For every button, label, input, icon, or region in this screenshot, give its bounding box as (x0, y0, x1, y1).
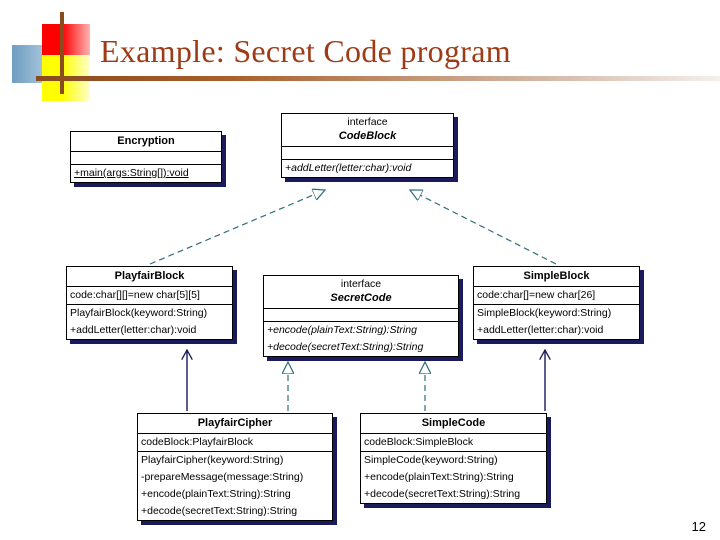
class-header: SimpleBlock (474, 267, 639, 287)
uml-interface-secretcode[interactable]: interface SecretCode +encode(plainText:S… (263, 275, 459, 357)
methods-compartment: SimpleCode(keyword:String) +encode(plain… (361, 452, 546, 503)
method-row: +encode(plainText:String):String (267, 324, 417, 336)
realization-playfairblock-to-codeblock (149, 190, 325, 265)
method-row: SimpleCode(keyword:String) (364, 454, 498, 466)
class-name: Encryption (117, 135, 175, 147)
class-name: CodeBlock (338, 130, 397, 142)
attribute-row: codeBlock:PlayfairBlock (141, 436, 254, 448)
method-row: +encode(plainText:String):String (141, 488, 291, 500)
class-name: PlayfairCipher (197, 417, 273, 429)
class-name: PlayfairBlock (114, 270, 185, 282)
class-header: interface SecretCode (264, 276, 458, 309)
attribute-row: code:char[]=new char[26] (477, 289, 596, 301)
class-header: Encryption (71, 132, 221, 152)
empty-attributes (71, 152, 221, 164)
decoration-vertical-line (60, 12, 64, 94)
class-header: SimpleCode (361, 414, 546, 434)
stereotype-label: interface (340, 278, 382, 290)
method-row: SimpleBlock(keyword:String) (477, 307, 612, 319)
realization-simpleblock-to-codeblock (410, 190, 557, 265)
uml-class-playfaircipher[interactable]: PlayfairCipher codeBlock:PlayfairBlock P… (137, 413, 333, 521)
methods-compartment: +addLetter(letter:char):void (282, 160, 453, 177)
decoration-horizontal-rule (36, 76, 720, 81)
method-row: -prepareMessage(message:String) (141, 471, 304, 483)
attribute-row: codeBlock:SimpleBlock (364, 436, 474, 448)
class-header: PlayfairCipher (138, 414, 332, 434)
method-row: +decode(secretText:String):String (267, 341, 424, 353)
attributes-compartment: codeBlock:SimpleBlock (361, 434, 546, 452)
page-number: 12 (691, 519, 706, 534)
page-title: Example: Secret Code program (100, 33, 511, 69)
methods-compartment: SimpleBlock(keyword:String) +addLetter(l… (474, 305, 639, 339)
method-row: +encode(plainText:String):String (364, 471, 514, 483)
method-row: +decode(secretText:String):String (364, 488, 521, 500)
methods-compartment: +main(args:String[]):void (71, 165, 221, 182)
attributes-compartment (264, 309, 458, 322)
stereotype-label: interface (347, 116, 388, 128)
uml-class-playfairblock[interactable]: PlayfairBlock code:char[][]=new char[5][… (66, 266, 233, 340)
empty-attributes (264, 309, 458, 321)
methods-compartment: +encode(plainText:String):String +decode… (264, 322, 458, 356)
uml-class-encryption[interactable]: Encryption +main(args:String[]):void (70, 131, 222, 183)
method-row: +addLetter(letter:char):void (70, 324, 197, 336)
methods-compartment: PlayfairBlock(keyword:String) +addLetter… (67, 305, 232, 339)
attributes-compartment: code:char[]=new char[26] (474, 287, 639, 305)
method-row: +addLetter(letter:char):void (477, 324, 604, 336)
method-row: PlayfairBlock(keyword:String) (70, 307, 208, 319)
methods-compartment: PlayfairCipher(keyword:String) -prepareM… (138, 452, 332, 520)
uml-interface-codeblock[interactable]: interface CodeBlock +addLetter(letter:ch… (281, 113, 454, 178)
uml-class-simplecode[interactable]: SimpleCode codeBlock:SimpleBlock SimpleC… (360, 413, 547, 504)
class-name: SimpleCode (421, 417, 486, 429)
class-name: SimpleBlock (523, 270, 590, 282)
attributes-compartment: codeBlock:PlayfairBlock (138, 434, 332, 452)
empty-attributes (282, 147, 453, 159)
method-row: +decode(secretText:String):String (141, 505, 298, 517)
attributes-compartment (71, 152, 221, 165)
attribute-row: code:char[][]=new char[5][5] (70, 289, 200, 301)
uml-class-simpleblock[interactable]: SimpleBlock code:char[]=new char[26] Sim… (473, 266, 640, 340)
attributes-compartment (282, 147, 453, 160)
attributes-compartment: code:char[][]=new char[5][5] (67, 287, 232, 305)
method-row: +addLetter(letter:char):void (285, 162, 412, 174)
slide-header: Example: Secret Code program (0, 0, 720, 105)
method-row: PlayfairCipher(keyword:String) (141, 454, 284, 466)
method-row: +main(args:String[]):void (74, 167, 189, 179)
class-header: PlayfairBlock (67, 267, 232, 287)
class-header: interface CodeBlock (282, 114, 453, 147)
class-name: SecretCode (330, 292, 392, 304)
